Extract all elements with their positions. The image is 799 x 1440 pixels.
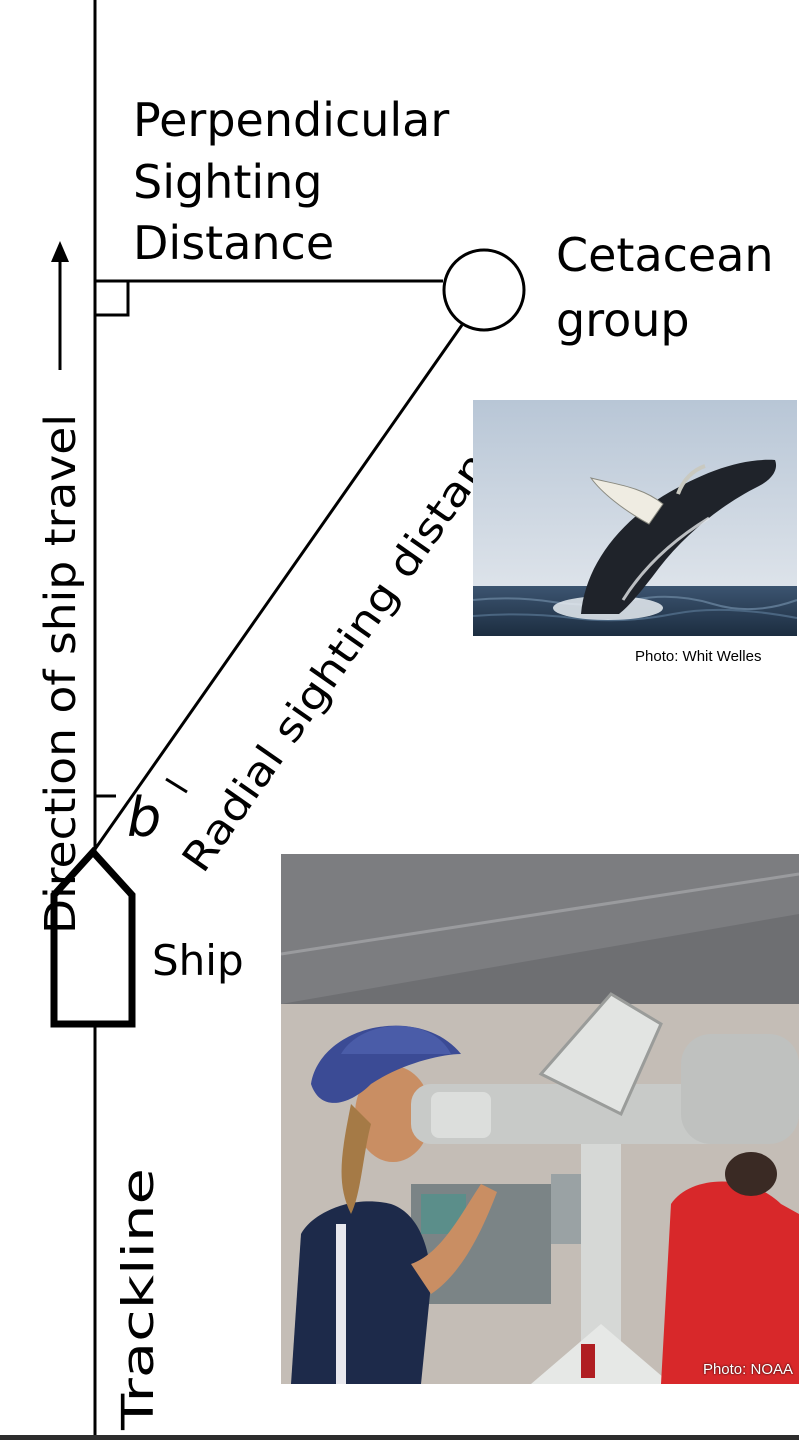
whale-photo-credit: Photo: Whit Welles [635,648,762,665]
direction-label: Direction of ship travel [36,414,86,934]
observer-photo-credit: Photo: NOAA [702,1361,793,1378]
right-angle-marker [95,281,130,317]
angle-b-label: b [127,786,161,849]
trackline-label: Trackline [113,1168,164,1431]
cetacean-label-line2: group [556,293,690,347]
perpendicular-label-line1: Perpendicular [133,93,449,147]
perpendicular-label-line3: Distance [133,216,334,270]
angle-tick-radial [165,777,188,794]
cetacean-label-line1: Cetacean [556,228,774,282]
observer-photo: Photo: NOAA [281,854,799,1384]
cetacean-group-circle [442,248,526,332]
ship-label: Ship [152,936,244,985]
bottom-edge-bar [0,1435,799,1440]
direction-arrow-head [51,241,69,262]
radial-distance-line [91,324,464,853]
observer-with-binoculars-image [281,854,799,1384]
ship-icon [50,846,136,1028]
humpback-whale-image [473,400,797,636]
perpendicular-label-line2: Sighting [133,155,323,209]
whale-photo [473,400,797,636]
